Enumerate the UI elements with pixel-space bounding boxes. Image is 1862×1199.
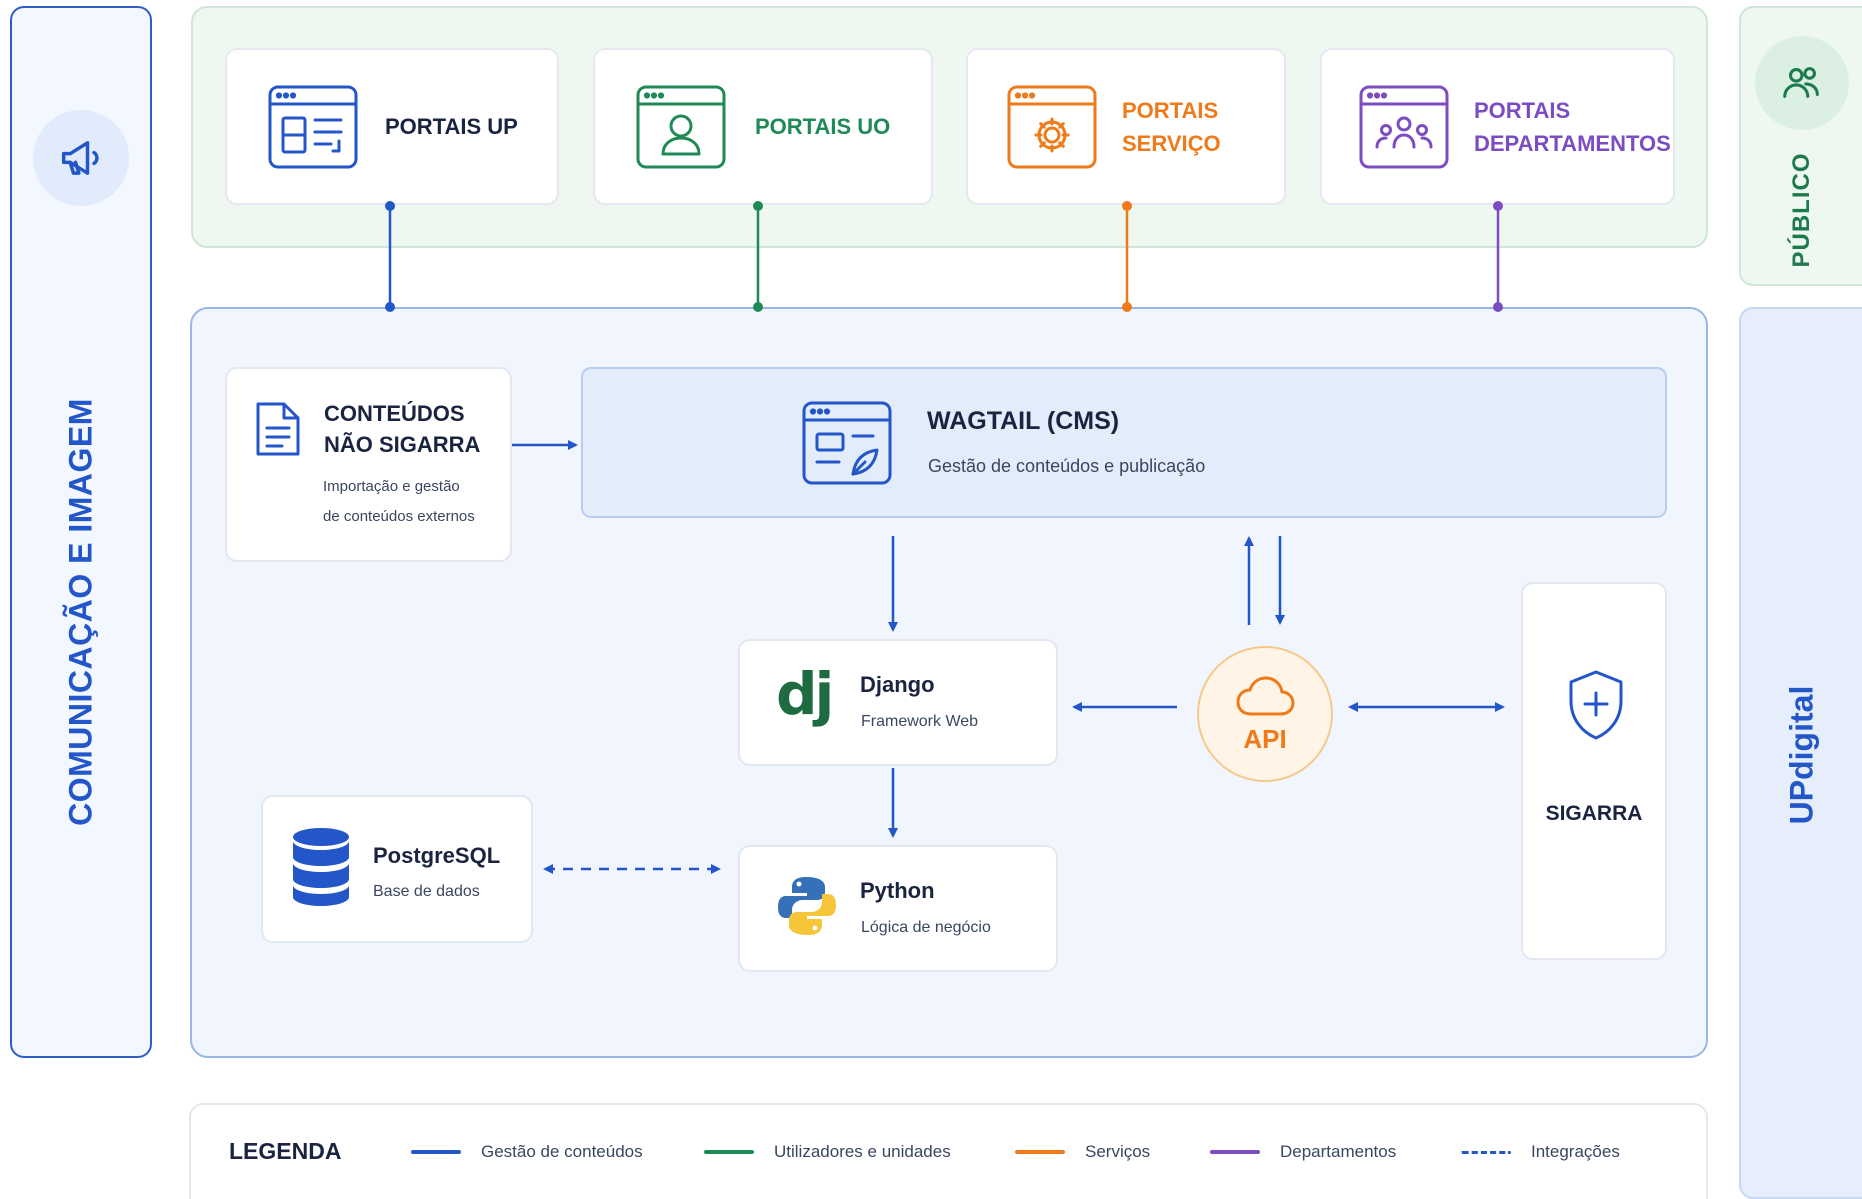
shield-plus-icon <box>1569 670 1623 740</box>
legend-item-services: Serviços <box>1015 1142 1150 1162</box>
document-icon <box>256 402 300 456</box>
portal-label-departamentos: PORTAIS DEPARTAMENTOS <box>1474 97 1671 156</box>
legend-swatch <box>704 1150 754 1154</box>
portal-card-servico[interactable]: PORTAIS SERVIÇO <box>966 48 1286 205</box>
legend-swatch <box>1015 1150 1065 1154</box>
portal-label-up: PORTAIS UP <box>385 114 518 139</box>
python-logo-icon <box>778 877 836 935</box>
wagtail-cms-card[interactable] <box>581 367 1667 518</box>
python-subtitle: Lógica de negócio <box>861 919 991 936</box>
gear-window-icon <box>1007 85 1097 168</box>
portal-card-uo[interactable]: PORTAIS UO <box>593 48 933 205</box>
legend-item-integrations: Integrações <box>1461 1142 1620 1162</box>
users-badge <box>1755 36 1849 130</box>
newspaper-window-icon <box>268 85 358 168</box>
external-content-card[interactable] <box>225 367 512 562</box>
legend-title: LEGENDA <box>229 1138 342 1164</box>
external-content-description: Importação e gestão de conteúdos externo… <box>323 478 475 525</box>
python-title: Python <box>860 878 935 903</box>
legend-label: Departamentos <box>1280 1142 1397 1161</box>
users-icon <box>1783 67 1819 98</box>
external-content-title: CONTEÚDOS NÃO SIGARRA <box>324 401 481 457</box>
sigarra-card[interactable] <box>1521 582 1667 960</box>
wagtail-title: WAGTAIL (CMS) <box>927 407 1120 435</box>
legend-item-content: Gestão de conteúdos <box>411 1142 643 1162</box>
sigarra-label: SIGARRA <box>1545 802 1643 825</box>
portal-link-departamentos <box>1493 201 1503 312</box>
legend-label: Gestão de conteúdos <box>481 1142 643 1161</box>
legend-item-departments: Departamentos <box>1210 1142 1396 1162</box>
django-title: Django <box>860 672 935 697</box>
api-label: API <box>1243 723 1287 754</box>
postgresql-subtitle: Base de dados <box>373 883 480 900</box>
database-icon <box>293 828 349 906</box>
cms-leaf-window-icon <box>802 401 892 485</box>
updigital-panel <box>1739 307 1862 1199</box>
megaphone-badge <box>33 110 129 206</box>
portal-link-uo <box>753 201 763 312</box>
postgresql-card[interactable] <box>261 795 533 943</box>
group-window-icon <box>1359 85 1449 168</box>
django-card[interactable] <box>738 639 1058 766</box>
cloud-icon <box>1236 676 1295 715</box>
user-window-icon <box>636 85 726 168</box>
portal-label-servico: PORTAIS SERVIÇO <box>1122 97 1221 156</box>
portal-label-uo: PORTAIS UO <box>755 114 891 139</box>
portal-link-up <box>385 201 395 312</box>
legend-label: Integrações <box>1531 1142 1620 1161</box>
portal-link-servico <box>1122 201 1132 312</box>
legend-label: Serviços <box>1085 1142 1151 1161</box>
django-logo-icon: dj <box>776 660 834 728</box>
legend-item-users: Utilizadores e unidades <box>704 1142 951 1162</box>
legend-swatch <box>1210 1150 1260 1154</box>
portal-card-departamentos[interactable]: PORTAIS DEPARTAMENTOS <box>1320 48 1675 205</box>
megaphone-icon <box>61 141 99 175</box>
wagtail-subtitle: Gestão de conteúdos e publicação <box>928 456 1206 476</box>
legend-swatch <box>411 1150 461 1154</box>
legend-label: Utilizadores e unidades <box>774 1142 951 1161</box>
legend-swatch <box>1461 1150 1511 1154</box>
portal-card-up[interactable]: PORTAIS UP <box>225 48 559 205</box>
api-node[interactable]: API <box>1197 646 1333 782</box>
postgresql-title: PostgreSQL <box>373 843 501 868</box>
django-subtitle: Framework Web <box>861 713 979 730</box>
